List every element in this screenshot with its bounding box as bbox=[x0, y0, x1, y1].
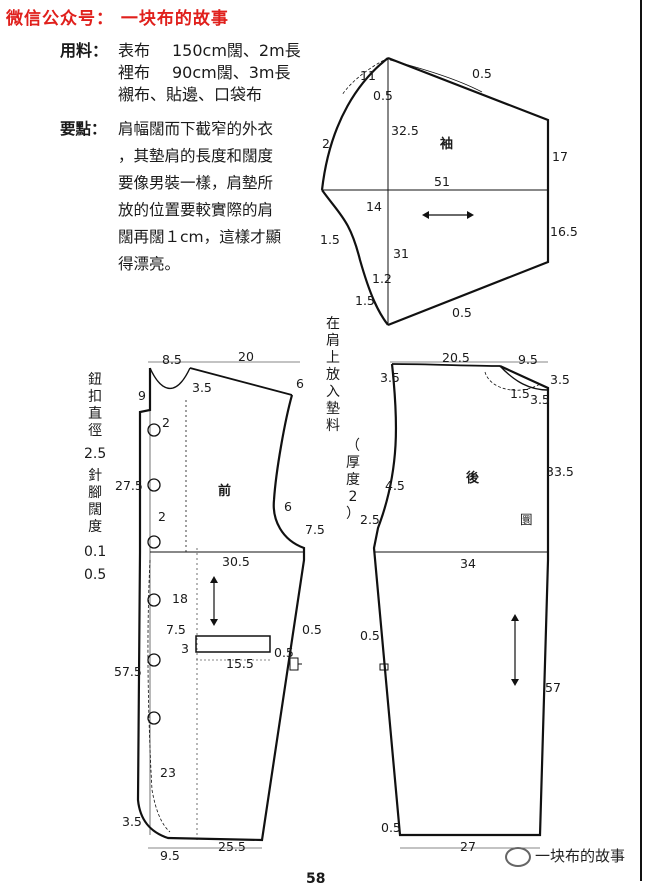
material-name: 裡布 bbox=[118, 63, 151, 82]
back-stamp: 圜 bbox=[520, 512, 533, 527]
notes-block: 要點： 肩幅闊而下截窄的外衣 ，其墊肩的長度和闊度 要像男裝一樣，肩墊所 放的位… bbox=[60, 116, 308, 278]
dim-label: 16.5 bbox=[550, 224, 578, 239]
dim-label: 8.5 bbox=[162, 352, 182, 367]
dim-label: 27.5 bbox=[115, 478, 143, 493]
notes-label: 要點： bbox=[60, 120, 107, 138]
material-value: 150cm闊、2m長 bbox=[172, 41, 301, 60]
dim-label: 3.5 bbox=[122, 814, 142, 829]
dim-label: 0.5 bbox=[302, 622, 322, 637]
material-name: 表布 bbox=[118, 41, 151, 60]
back-name: 後 bbox=[466, 470, 480, 486]
materials-label: 用料： bbox=[60, 41, 109, 60]
dim-label: 3.5 bbox=[192, 380, 212, 395]
front-name: 前 bbox=[218, 483, 231, 499]
dim-label: 7.5 bbox=[305, 522, 325, 537]
dim-label: 27 bbox=[460, 839, 476, 854]
dim-label: 7.5 bbox=[166, 622, 186, 637]
dim-label: 51 bbox=[434, 174, 450, 189]
sleeve-piece bbox=[320, 56, 550, 327]
wechat-icon bbox=[505, 846, 531, 867]
dim-label: 18 bbox=[172, 591, 188, 606]
sleeve-name: 袖 bbox=[440, 136, 453, 152]
dim-label: 3 bbox=[181, 641, 189, 656]
dim-label: 2 bbox=[158, 509, 166, 524]
dim-label: 0.5 bbox=[360, 628, 380, 643]
shoulder-pad-note: 在肩上放入墊料 bbox=[326, 316, 340, 434]
notes-line: 闊再闊１cm，這樣才顯 bbox=[118, 228, 282, 246]
watermark: 一块布的故事 bbox=[505, 845, 625, 867]
dim-label: 17 bbox=[552, 149, 568, 164]
materials-block: 用料： 表布 150cm闊、2m長 裡布 90cm闊、3m長 襯布、貼邊、口袋布 bbox=[60, 40, 301, 106]
dim-label: 3.5 bbox=[550, 372, 570, 387]
dim-label: 0.5 bbox=[452, 305, 472, 320]
dim-label: 2.5 bbox=[360, 512, 380, 527]
dim-label: 1.5 bbox=[320, 232, 340, 247]
material-name: 襯布、貼邊、口袋布 bbox=[118, 85, 263, 104]
dim-label: 9.5 bbox=[160, 848, 180, 863]
notes-line: 肩幅闊而下截窄的外衣 bbox=[118, 120, 274, 138]
dim-label: 9 bbox=[138, 388, 146, 403]
dim-label: 0.5 bbox=[381, 820, 401, 835]
page-number: 58 bbox=[306, 871, 326, 887]
notes-line: 得漂亮。 bbox=[118, 255, 181, 273]
back-piece bbox=[372, 361, 550, 849]
dim-label: 30.5 bbox=[222, 554, 250, 569]
dim-label: 11 bbox=[360, 68, 376, 83]
notes-line: 要像男裝一樣，肩墊所 bbox=[118, 174, 274, 192]
dim-label: 34 bbox=[460, 556, 476, 571]
page-border-line bbox=[640, 0, 642, 881]
dim-label: 14 bbox=[366, 199, 382, 214]
notes-line: 放的位置要較實際的肩 bbox=[118, 201, 274, 219]
header-title: 微信公众号： 一块布的故事 bbox=[6, 9, 229, 29]
material-value: 90cm闊、3m長 bbox=[172, 63, 291, 82]
dim-label: 15.5 bbox=[226, 656, 254, 671]
dim-label: 1.2 bbox=[372, 271, 392, 286]
watermark-text: 一块布的故事 bbox=[535, 847, 626, 865]
dim-label: 20 bbox=[238, 349, 254, 364]
dim-label: 20.5 bbox=[442, 350, 470, 365]
dim-label: 57 bbox=[545, 680, 561, 695]
dim-label: 6 bbox=[284, 499, 292, 514]
dim-label: 0.5 bbox=[472, 66, 492, 81]
dim-label: 9.5 bbox=[518, 352, 538, 367]
dim-label: 1.5 bbox=[355, 293, 375, 308]
dim-label: 2 bbox=[162, 415, 170, 430]
dim-label: 25.5 bbox=[218, 839, 246, 854]
dim-label: 32.5 bbox=[391, 123, 419, 138]
dim-label: 57.5 bbox=[114, 664, 142, 679]
dim-label: 0.5 bbox=[274, 645, 294, 660]
front-piece bbox=[136, 361, 306, 849]
dim-label: 4.5 bbox=[385, 478, 405, 493]
dim-label: 0.5 bbox=[373, 88, 393, 103]
notes-line: ，其墊肩的長度和闊度 bbox=[118, 147, 274, 165]
dim-label: 3.5 bbox=[380, 370, 400, 385]
dim-label: 23 bbox=[160, 765, 176, 780]
dim-label: 1.5 bbox=[510, 386, 530, 401]
dim-label: 33.5 bbox=[546, 464, 574, 479]
dim-label: 6 bbox=[296, 376, 304, 391]
dim-label: 31 bbox=[393, 246, 409, 261]
dim-label: 2 bbox=[322, 136, 330, 151]
dim-label: 3.5 bbox=[530, 392, 550, 407]
